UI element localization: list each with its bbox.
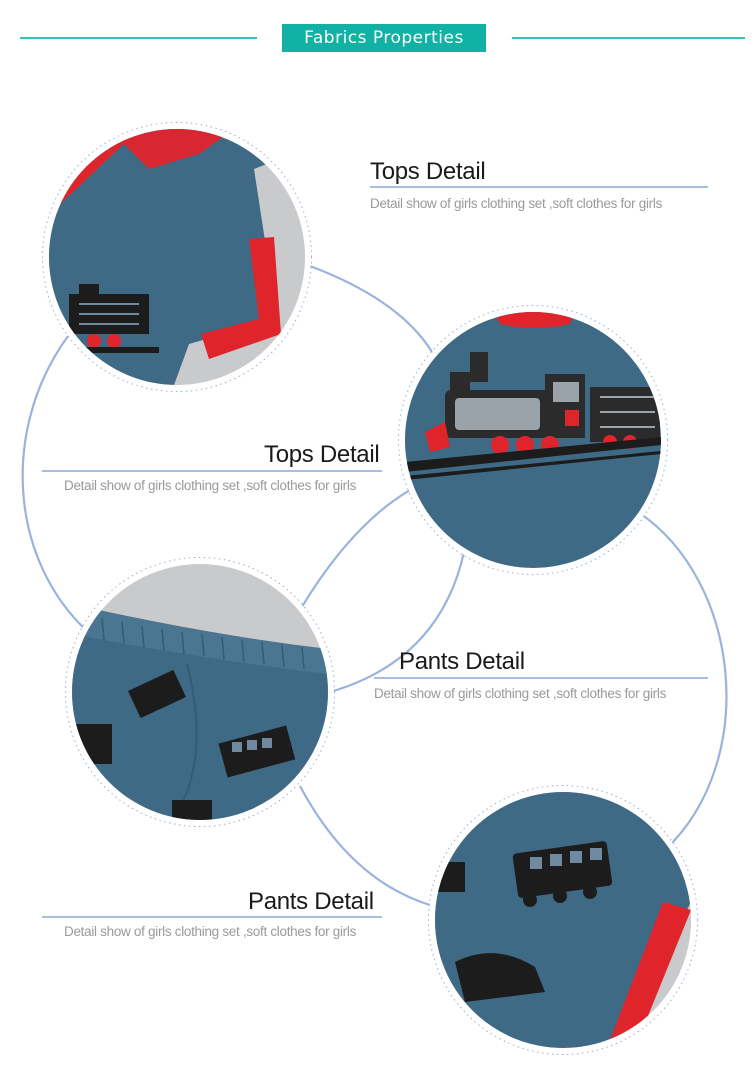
detail-subtitle-3: Detail show of girls clothing set ,soft … xyxy=(374,686,667,701)
connector-curve-6 xyxy=(299,785,431,907)
connector-curve-5 xyxy=(637,511,728,851)
detail-subtitle-4: Detail show of girls clothing set ,soft … xyxy=(64,924,357,939)
connector-curve-1 xyxy=(309,264,433,353)
detail-rule-1 xyxy=(370,186,708,188)
detail-title-1: Tops Detail xyxy=(370,158,486,185)
header-line-right xyxy=(512,37,745,39)
detail-rule-3 xyxy=(374,677,708,679)
header-line-left xyxy=(20,37,257,39)
connector-curve-3 xyxy=(299,478,431,611)
page-title: Fabrics Properties xyxy=(282,24,486,52)
detail-rule-4 xyxy=(42,916,382,918)
photo-pants-waistband xyxy=(72,564,328,820)
detail-title-3: Pants Detail xyxy=(399,648,525,675)
dotted-ring-3 xyxy=(64,556,336,828)
detail-title-2: Tops Detail xyxy=(264,441,380,468)
connector-curve-4 xyxy=(329,551,466,694)
photo-tops-train xyxy=(405,312,661,568)
dotted-ring-2 xyxy=(397,304,669,576)
dotted-ring-4 xyxy=(427,784,699,1056)
detail-subtitle-1: Detail show of girls clothing set ,soft … xyxy=(370,196,663,211)
detail-subtitle-2: Detail show of girls clothing set ,soft … xyxy=(64,478,357,493)
photo-pants-hem xyxy=(435,792,691,1048)
connector-curve-2 xyxy=(21,335,89,633)
detail-rule-2 xyxy=(42,470,382,472)
detail-title-4: Pants Detail xyxy=(248,888,374,915)
dotted-ring-1 xyxy=(41,121,313,393)
photo-tops-sleeve xyxy=(49,129,305,385)
